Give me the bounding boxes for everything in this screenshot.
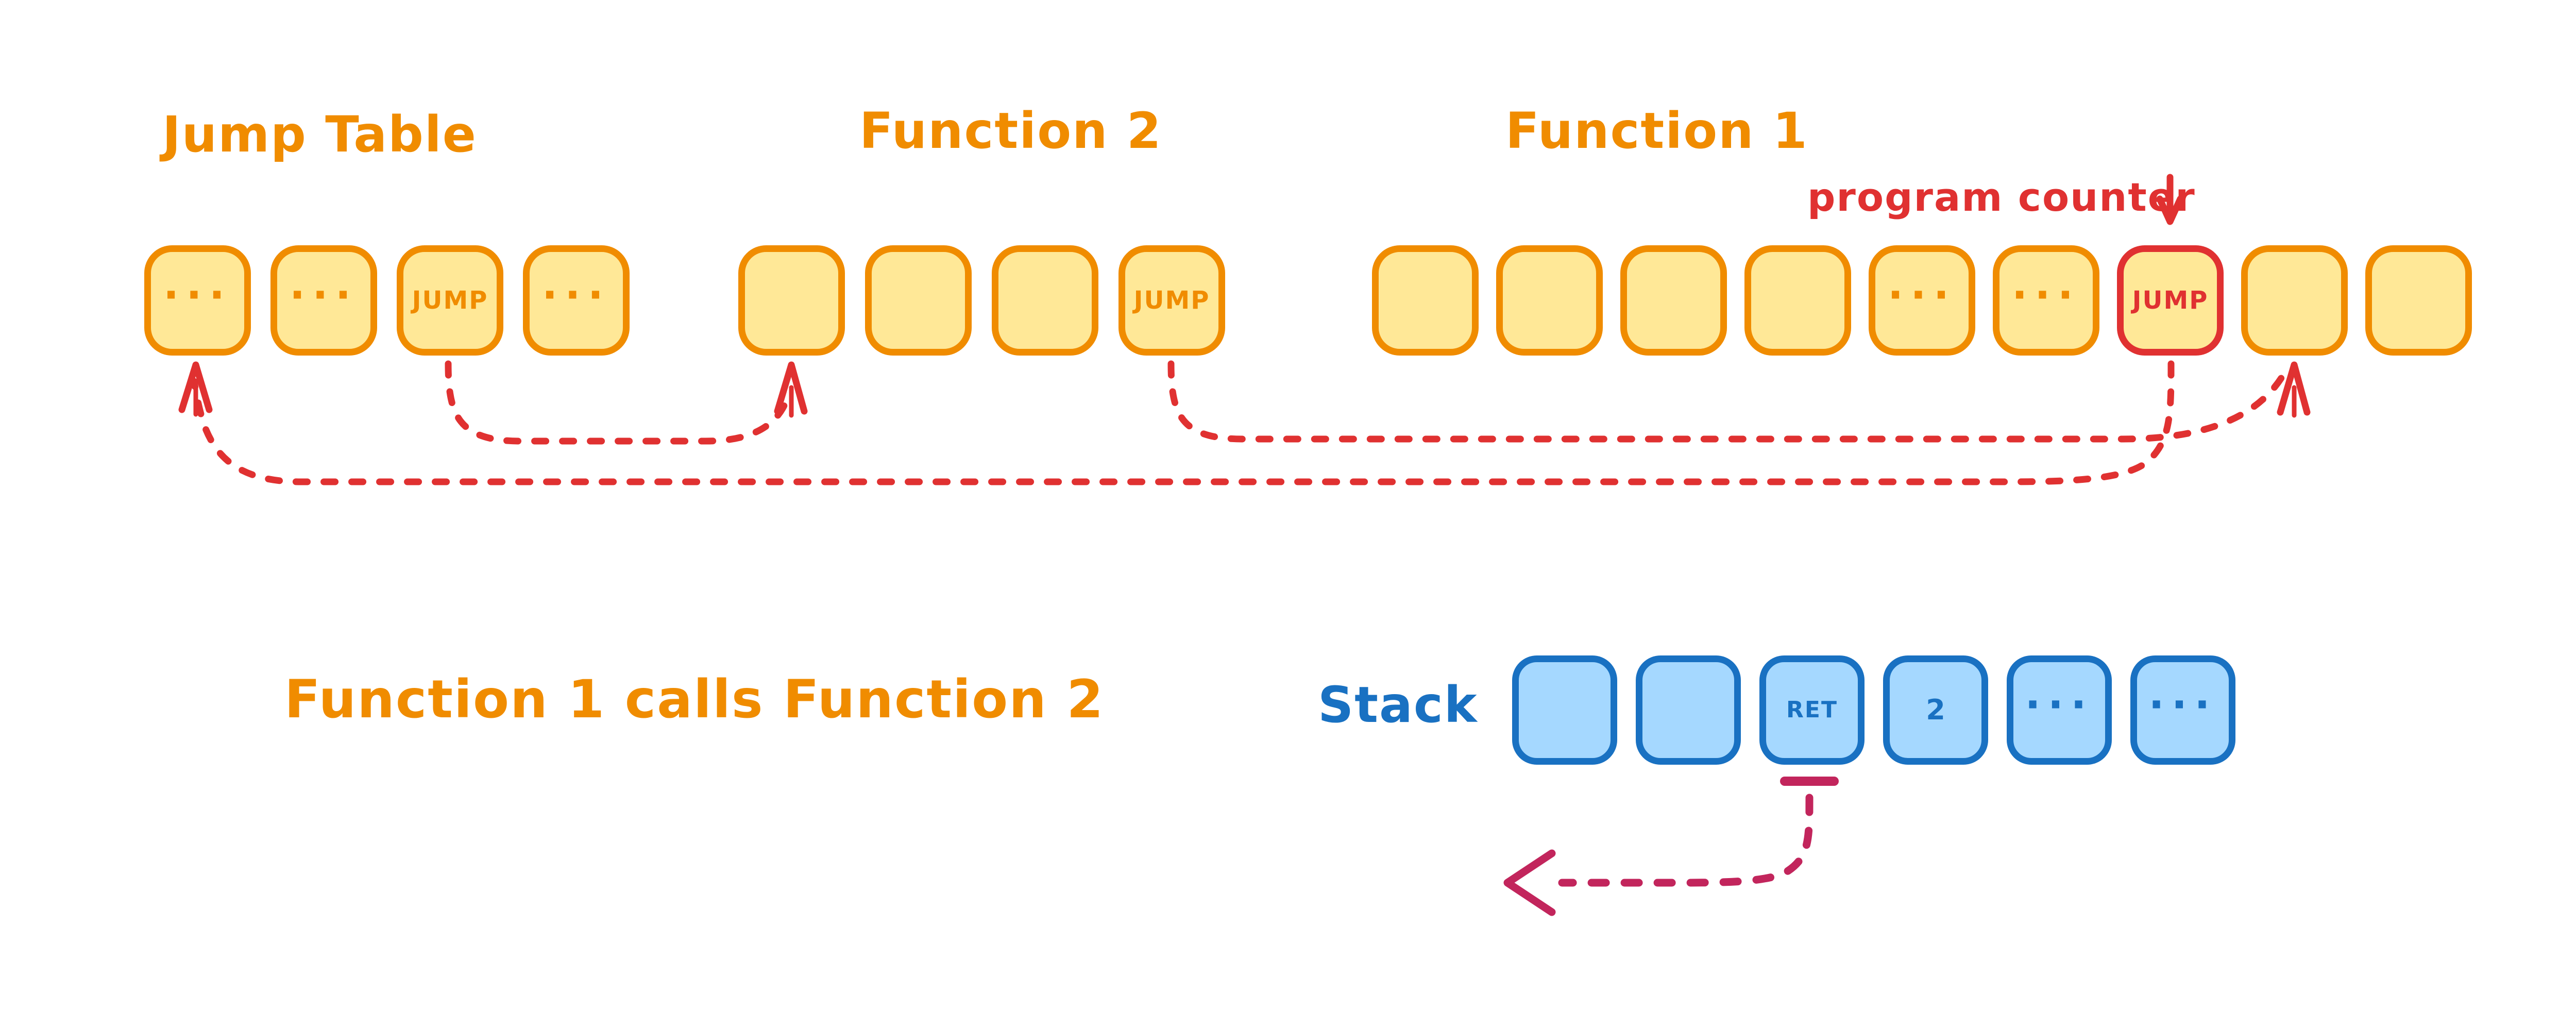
memory-cell: ... [1869,245,1975,356]
memory-cell: ... [144,245,251,356]
memory-cell [865,245,972,356]
function2-title: Function 2 [859,102,1162,160]
caption-function1-calls-function2: Function 1 calls Function 2 [284,669,1105,730]
cell-label: JUMP [412,286,488,315]
arrow-jumptable-to-function2 [445,360,808,445]
memory-cell [1620,245,1727,356]
memory-cell: JUMP [1118,245,1225,356]
memory-cell [2365,245,2472,356]
memory-cell [1496,245,1603,356]
arrow-function2-to-function1-return-site [1167,360,2311,443]
stack-cell: RET [1759,655,1865,765]
stack-cell: ... [2007,655,2112,765]
cell-label: ... [2025,670,2094,718]
memory-cell [2241,245,2348,356]
function1-title: Function 1 [1505,102,1808,160]
cell-label: ... [1887,260,1957,309]
cell-label: ... [289,260,359,309]
cell-label: JUMP [2132,286,2209,315]
cell-label: ... [163,260,232,309]
stack-cell: 2 [1883,655,1988,765]
return-address-arrow [1503,777,1839,916]
cell-label: JUMP [1133,286,1210,315]
cell-label: ... [2011,260,2081,309]
cell-label: RET [1786,697,1838,723]
stack-cell [1512,655,1617,765]
memory-cell: JUMP [397,245,503,356]
memory-cell [738,245,845,356]
stack-cell [1636,655,1741,765]
jump-table-title: Jump Table [162,106,477,163]
memory-cell: ... [270,245,377,356]
cell-label: 2 [1926,694,1945,726]
memory-cell [1372,245,1479,356]
memory-cell: ... [1993,245,2099,356]
stack-label: Stack [1318,676,1478,734]
memory-cell: JUMP [2117,245,2224,356]
arrow-function1-to-jumptable [178,360,2175,485]
memory-cell: ... [523,245,630,356]
cell-label: ... [541,260,611,309]
memory-cell [992,245,1098,356]
program-counter-label: program counter [1807,174,2196,220]
stack-cell: ... [2130,655,2235,765]
memory-cell [1744,245,1851,356]
cell-label: ... [2148,670,2217,718]
